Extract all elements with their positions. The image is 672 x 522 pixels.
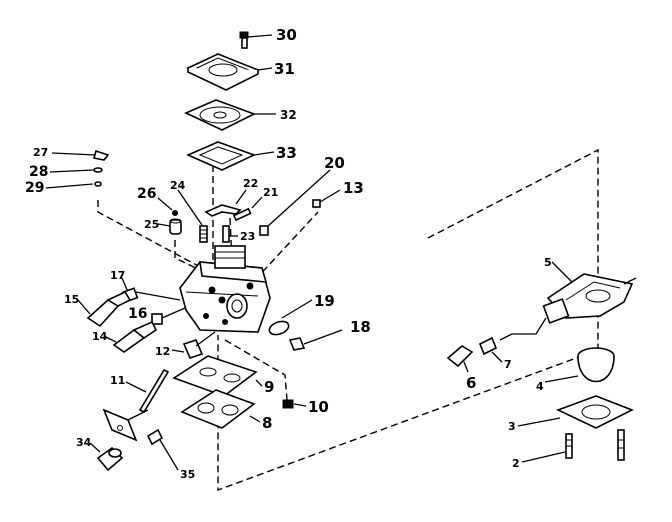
label-20: 20 (324, 154, 345, 172)
label-11: 11 (110, 374, 125, 387)
label-8: 8 (262, 414, 272, 432)
label-10: 10 (308, 398, 329, 416)
label-35: 35 (180, 468, 195, 481)
part-24-spring (177, 189, 208, 243)
label-29: 29 (25, 180, 44, 196)
label-28: 28 (29, 164, 48, 180)
label-4: 4 (536, 380, 544, 393)
part-11-throttle-shaft (102, 368, 170, 442)
part-10-screw (282, 399, 307, 409)
label-19: 19 (314, 292, 335, 310)
part-30-screw (239, 31, 249, 49)
label-7: 7 (504, 358, 512, 371)
part-14-needle-screw (103, 320, 158, 353)
label-33: 33 (276, 144, 297, 162)
label-25: 25 (144, 218, 159, 231)
plug-axis-line (174, 240, 201, 271)
label-6: 6 (466, 374, 476, 392)
pump-hose-line (254, 211, 319, 281)
label-12: 12 (155, 345, 170, 358)
part-6-screw (446, 345, 474, 373)
part-8-gasket (180, 389, 261, 429)
label-27: 27 (33, 146, 48, 159)
part-31-pump-cover (186, 53, 260, 91)
assembly-boundary-line (217, 148, 599, 492)
label-34: 34 (76, 436, 92, 449)
label-31: 31 (274, 60, 295, 78)
label-22: 22 (243, 177, 258, 190)
part-27-pin (51, 149, 110, 161)
part-34-knob (89, 442, 124, 472)
part-35-clip (146, 428, 179, 471)
part-15-needle-screw (77, 290, 132, 328)
part-13-screw (312, 189, 341, 208)
part-26-plug (157, 197, 178, 216)
label-2: 2 (512, 457, 520, 470)
label-23: 23 (240, 230, 255, 243)
screw-axis-line (97, 200, 216, 276)
label-30: 30 (276, 26, 297, 44)
part-2-screws (521, 429, 625, 463)
label-17: 17 (110, 269, 125, 282)
part-12-screw (171, 331, 216, 359)
part-23-needle (222, 225, 238, 243)
part-33-gasket (186, 141, 257, 171)
label-16: 16 (128, 306, 147, 322)
label-14: 14 (92, 330, 108, 343)
label-13: 13 (343, 179, 364, 197)
label-32: 32 (280, 108, 297, 122)
label-3: 3 (508, 420, 516, 433)
part-3-flange (517, 395, 634, 429)
label-21: 21 (263, 186, 278, 199)
part-16-spring (151, 307, 186, 325)
part-20-screw (259, 169, 331, 236)
label-9: 9 (264, 378, 274, 396)
part-7-spring (478, 336, 503, 363)
part-4-primer-bulb (544, 347, 615, 383)
label-26: 26 (137, 186, 156, 202)
part-21-pin (232, 196, 263, 222)
label-15: 15 (64, 293, 79, 306)
part-17-nut (121, 277, 181, 303)
carburetor-body (179, 245, 271, 333)
part-32-diaphragm (184, 99, 257, 131)
part-28-washer (49, 167, 103, 173)
part-25-cap (157, 218, 182, 235)
part-9-gasket (172, 355, 263, 397)
part-5-primer-pump (499, 261, 637, 341)
label-5: 5 (544, 256, 552, 269)
label-24: 24 (170, 179, 186, 192)
label-18: 18 (350, 318, 371, 336)
part-18-screw (288, 329, 343, 351)
part-29-ring (45, 181, 102, 189)
lower-screw-axis-line (224, 339, 288, 401)
part-19-plate (268, 299, 313, 336)
